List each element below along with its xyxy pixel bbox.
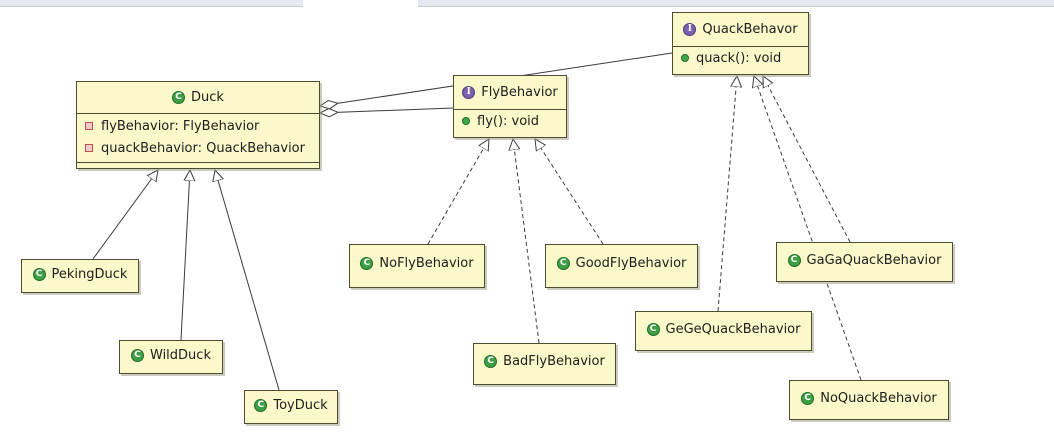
class-name: BadFlyBehavior bbox=[503, 353, 605, 369]
class-name: ToyDuck bbox=[273, 397, 328, 413]
interface-box-quackbehavor[interactable]: I QuackBehavor quack(): void bbox=[672, 12, 809, 75]
class-icon: C bbox=[801, 391, 815, 405]
top-strip-right bbox=[418, 0, 1054, 7]
class-name: QuackBehavor bbox=[702, 22, 798, 37]
class-box-noquackbehavior[interactable]: C NoQuackBehavior bbox=[789, 380, 949, 420]
class-box-pekingduck[interactable]: C PekingDuck bbox=[21, 259, 139, 293]
private-field-icon bbox=[85, 122, 93, 130]
class-box-gegequackbehavior[interactable]: C GeGeQuackBehavior bbox=[635, 311, 812, 351]
realization-line-goodflybehavior bbox=[535, 139, 604, 245]
field-text: flyBehavior: FlyBehavior bbox=[101, 118, 260, 134]
realization-line-gegequackbehavior bbox=[717, 76, 737, 312]
private-field-icon bbox=[85, 144, 93, 152]
class-box-gagaquackbehavior[interactable]: C GaGaQuackBehavior bbox=[776, 242, 953, 282]
aggregation-line-flybehavior bbox=[320, 107, 454, 113]
field-row: flyBehavior: FlyBehavior bbox=[77, 115, 319, 137]
method-row: fly(): void bbox=[454, 110, 566, 132]
class-icon: C bbox=[172, 91, 186, 104]
realization-line-gagaquackbehavior bbox=[763, 76, 851, 243]
class-icon: C bbox=[254, 398, 268, 412]
class-icon: C bbox=[646, 322, 660, 336]
class-name: GeGeQuackBehavior bbox=[665, 321, 801, 337]
class-icon: C bbox=[32, 267, 46, 281]
class-icon: C bbox=[556, 256, 570, 270]
class-name: GoodFlyBehavior bbox=[575, 255, 687, 271]
class-name: NoFlyBehavior bbox=[379, 255, 474, 271]
interface-icon: I bbox=[683, 23, 697, 36]
inheritance-line-pekingduck bbox=[92, 170, 158, 260]
class-box-noflybehavior[interactable]: C NoFlyBehavior bbox=[349, 244, 485, 288]
class-icon: C bbox=[360, 256, 374, 270]
class-box-duck[interactable]: C Duck flyBehavior: FlyBehavior quackBeh… bbox=[76, 81, 320, 169]
realization-line-badflybehavior bbox=[513, 139, 540, 344]
public-method-icon bbox=[462, 117, 470, 125]
method-text: quack(): void bbox=[696, 50, 782, 66]
method-row: quack(): void bbox=[673, 47, 808, 69]
class-name: FlyBehavior bbox=[481, 85, 558, 100]
class-box-goodflybehavior[interactable]: C GoodFlyBehavior bbox=[545, 244, 698, 288]
class-name: PekingDuck bbox=[51, 266, 128, 282]
interface-icon: I bbox=[462, 86, 476, 99]
class-name: GaGaQuackBehavior bbox=[806, 252, 942, 268]
interface-box-flybehavior[interactable]: I FlyBehavior fly(): void bbox=[453, 75, 567, 138]
class-icon: C bbox=[787, 253, 801, 267]
inheritance-line-wildduck bbox=[180, 170, 190, 341]
class-box-toyduck[interactable]: C ToyDuck bbox=[244, 390, 338, 424]
class-icon: C bbox=[484, 354, 498, 368]
class-icon: C bbox=[131, 348, 144, 362]
top-strip-left bbox=[0, 0, 303, 7]
class-box-wildduck[interactable]: C WildDuck bbox=[119, 340, 223, 374]
realization-line-noflybehavior bbox=[427, 139, 489, 245]
realization-line-noquackbehavior bbox=[754, 76, 862, 381]
class-name: NoQuackBehavior bbox=[820, 390, 937, 406]
class-box-badflybehavior[interactable]: C BadFlyBehavior bbox=[473, 343, 616, 385]
public-method-icon bbox=[681, 54, 689, 62]
class-name: Duck bbox=[191, 90, 224, 105]
field-row: quackBehavior: QuackBehavior bbox=[77, 137, 319, 159]
method-text: fly(): void bbox=[477, 113, 540, 129]
inheritance-line-toyduck bbox=[215, 170, 280, 391]
class-name: WildDuck bbox=[150, 347, 211, 363]
field-text: quackBehavior: QuackBehavior bbox=[101, 140, 305, 156]
